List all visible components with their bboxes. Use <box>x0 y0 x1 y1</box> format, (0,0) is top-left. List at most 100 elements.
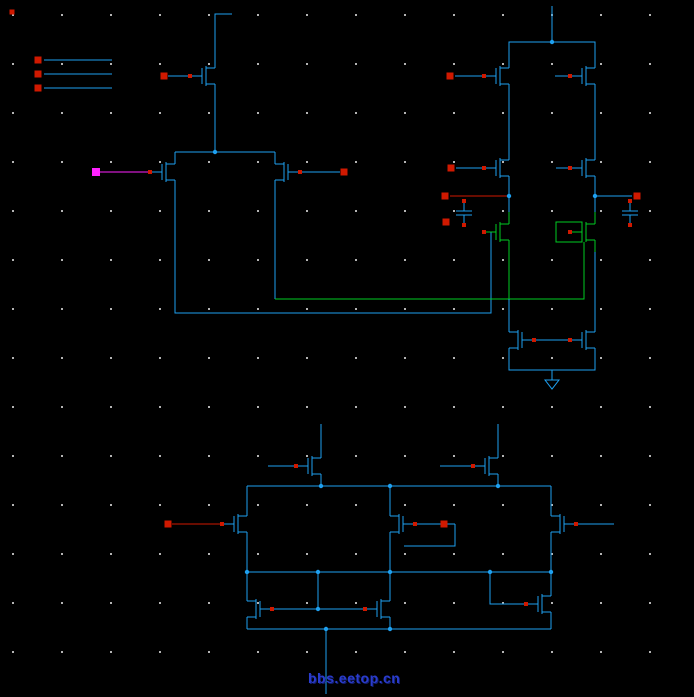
grid-dot <box>257 63 259 65</box>
grid-dot <box>159 14 161 16</box>
grid-dot <box>110 651 112 653</box>
grid-dot <box>404 14 406 16</box>
io-pin[interactable] <box>160 72 168 80</box>
grid-dot <box>355 357 357 359</box>
grid-dot <box>110 504 112 506</box>
io-pin[interactable] <box>340 168 348 176</box>
grid-dot <box>649 14 651 16</box>
grid-dot <box>208 308 210 310</box>
wire-junction-dot <box>315 606 321 612</box>
grid-dot <box>551 651 553 653</box>
io-pin[interactable] <box>441 192 449 200</box>
io-pin[interactable] <box>447 164 455 172</box>
device-pin-marker <box>628 199 632 203</box>
wire-junction-dot <box>487 569 493 575</box>
device-pin-marker <box>462 199 466 203</box>
grid-dot <box>600 14 602 16</box>
grid-dot <box>12 308 14 310</box>
grid-dot <box>110 161 112 163</box>
grid-dot <box>306 210 308 212</box>
ground-symbol[interactable] <box>543 379 561 390</box>
grid-dot <box>355 455 357 457</box>
grid-dot <box>61 553 63 555</box>
capacitor-symbol[interactable] <box>456 199 472 227</box>
grid-dot <box>355 651 357 653</box>
grid-dot <box>257 357 259 359</box>
grid-dot <box>355 112 357 114</box>
grid-dot <box>306 504 308 506</box>
grid-dot <box>159 602 161 604</box>
wire[interactable] <box>404 524 456 547</box>
grid-dot <box>12 14 14 16</box>
io-pin[interactable] <box>442 218 450 226</box>
mos-transistor[interactable] <box>363 589 391 629</box>
grid-dot <box>208 259 210 261</box>
grid-dot <box>404 210 406 212</box>
io-pin[interactable] <box>164 520 172 528</box>
grid-dot <box>649 651 651 653</box>
mos-transistor[interactable] <box>482 212 510 252</box>
io-pin[interactable] <box>34 56 42 64</box>
io-pin[interactable] <box>34 70 42 78</box>
mos-transistor[interactable] <box>274 152 302 192</box>
mos-transistor[interactable] <box>188 56 216 96</box>
mos-transistor[interactable] <box>568 320 596 360</box>
grid-dot <box>600 553 602 555</box>
mos-transistor[interactable] <box>508 320 536 360</box>
grid-dot <box>61 357 63 359</box>
grid-dot <box>12 504 14 506</box>
grid-dot <box>159 553 161 555</box>
grid-dot <box>110 602 112 604</box>
mos-transistor[interactable] <box>568 148 596 188</box>
selected-io-pin[interactable] <box>92 168 100 176</box>
grid-dot <box>551 553 553 555</box>
io-pin[interactable] <box>34 84 42 92</box>
grid-dot <box>600 112 602 114</box>
grid-dot <box>12 112 14 114</box>
io-pin[interactable] <box>446 72 454 80</box>
grid-dot <box>61 406 63 408</box>
io-pin[interactable] <box>9 9 15 15</box>
grid-dot <box>159 308 161 310</box>
wire-junction-dot <box>506 193 512 199</box>
mos-transistor[interactable] <box>471 446 499 486</box>
io-pin[interactable] <box>440 520 448 528</box>
grid-dot <box>12 651 14 653</box>
mos-transistor[interactable] <box>550 504 578 544</box>
grid-dot <box>257 504 259 506</box>
grid-dot <box>404 651 406 653</box>
grid-dot <box>159 210 161 212</box>
selection-highlight-box[interactable] <box>555 221 583 243</box>
grid-dot <box>502 406 504 408</box>
mos-transistor[interactable] <box>524 584 552 624</box>
grid-dot <box>257 553 259 555</box>
dot-grid <box>12 14 651 653</box>
mos-transistor[interactable] <box>220 504 248 544</box>
wire[interactable] <box>489 572 526 605</box>
io-pin[interactable] <box>633 192 641 200</box>
mos-transistor[interactable] <box>482 56 510 96</box>
mos-transistor[interactable] <box>148 152 176 192</box>
grid-dot <box>110 259 112 261</box>
device-pin-marker <box>482 166 486 170</box>
mos-transistor[interactable] <box>568 56 596 96</box>
grid-dot <box>404 357 406 359</box>
mos-transistor[interactable] <box>294 446 322 486</box>
capacitor-symbol[interactable] <box>622 199 638 227</box>
mos-transistor[interactable] <box>246 589 274 629</box>
grid-dot <box>453 161 455 163</box>
grid-dot <box>159 259 161 261</box>
grid-dot <box>502 651 504 653</box>
grid-dot <box>257 406 259 408</box>
wire[interactable] <box>275 242 585 300</box>
mos-transistor[interactable] <box>482 148 510 188</box>
grid-dot <box>257 161 259 163</box>
grid-dot <box>649 455 651 457</box>
grid-dot <box>551 63 553 65</box>
mos-transistor[interactable] <box>389 504 417 544</box>
wire[interactable] <box>214 13 232 56</box>
grid-dot <box>404 602 406 604</box>
device-pin-marker <box>532 338 536 342</box>
